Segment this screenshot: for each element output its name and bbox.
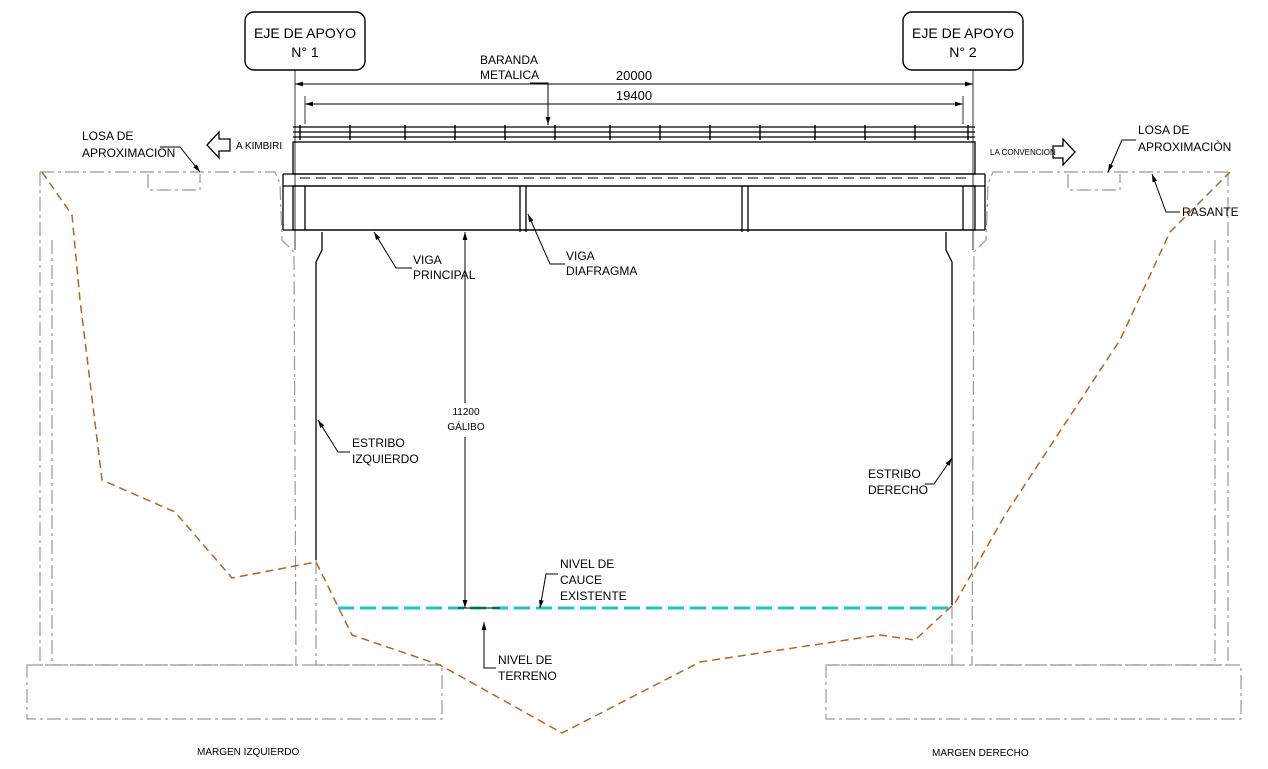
support-axis-1-line1: EJE DE APOYO (254, 25, 356, 41)
riverbed-label: NIVEL DE CAUCE EXISTENTE (539, 557, 627, 609)
main-beam-1: VIGA (413, 253, 442, 267)
abutment-right-1: ESTRIBO (868, 467, 921, 481)
support-axis-2-box: EJE DE APOYO N° 2 (902, 11, 1024, 71)
terrain-label: NIVEL DE TERRENO (481, 622, 557, 683)
abutment-right-2: DERECHO (868, 483, 928, 497)
bank-right-label: MARGEN DERECHO (932, 748, 1029, 759)
clearance-label: GÁLIBO (447, 420, 484, 433)
dimension-span-text: 19400 (616, 88, 652, 103)
riverbed-3: EXISTENTE (560, 589, 627, 603)
approach-right-2: APROXIMACIÒN (1138, 139, 1231, 154)
bank-left-label: MARGEN IZQUIERDO (197, 747, 299, 758)
approach-slab-right-label: LOSA DE APROXIMACIÒN (1107, 123, 1231, 173)
diaphragm-1: VIGA (566, 249, 595, 263)
ground-profile (41, 171, 1231, 734)
dimension-span: 19400 (304, 88, 964, 124)
diaphragm-label: VIGA DIAFRAGMA (527, 213, 637, 278)
approach-left-1: LOSA DE (82, 129, 133, 143)
arrow-left-icon (206, 130, 231, 160)
support-axis-1-box: EJE DE APOYO N° 1 (244, 11, 366, 71)
terrain-1: NIVEL DE (498, 653, 552, 667)
grade-text: RASANTE (1182, 205, 1239, 219)
terrain-2: TERRENO (498, 669, 557, 683)
grade-label: RASANTE (1151, 173, 1239, 219)
clearance-dimension: 11200 GÁLIBO (440, 232, 500, 609)
approach-right-1: LOSA DE (1138, 123, 1189, 137)
direction-right: LA CONVENCION (990, 137, 1076, 167)
arrow-right-icon (1052, 137, 1076, 167)
abutment-right (945, 232, 953, 605)
support-axis-1-line2: N° 1 (291, 44, 319, 60)
direction-left: A KIMBIRI (206, 130, 282, 160)
main-beam-2: PRINCIPAL (413, 268, 476, 282)
metal-railing (293, 125, 975, 140)
abutment-left-1: ESTRIBO (352, 436, 405, 450)
support-axis-2-line2: N° 2 (949, 44, 977, 60)
main-beam-label: VIGA PRINCIPAL (373, 231, 476, 282)
clearance-value: 11200 (452, 407, 480, 418)
dimension-total-text: 20000 (616, 68, 652, 83)
direction-right-text: LA CONVENCION (990, 148, 1056, 157)
approach-left-2: APROXIMACIÒN (82, 145, 175, 160)
abutment-left (315, 232, 323, 560)
railing-label-2: METALICA (480, 68, 539, 82)
riverbed-2: CAUCE (560, 573, 602, 587)
abutment-right-label: ESTRIBO DERECHO (868, 457, 953, 497)
railing-label-1: BARANDA (480, 53, 538, 67)
hidden-structure-lines (26, 171, 1242, 720)
dimension-total: 20000 (295, 68, 973, 87)
approach-slab-left-label: LOSA DE APROXIMACIÒN (82, 129, 201, 173)
diaphragm-2: DIAFRAGMA (566, 264, 637, 278)
bridge-superstructure (282, 141, 986, 232)
support-axis-2-line1: EJE DE APOYO (912, 25, 1014, 41)
abutment-left-2: IZQUIERDO (352, 452, 419, 466)
riverbed-1: NIVEL DE (560, 557, 614, 571)
railing-label: BARANDA METALICA (480, 53, 551, 125)
abutment-left-label: ESTRIBO IZQUIERDO (317, 419, 419, 466)
direction-left-text: A KIMBIRI (236, 141, 282, 152)
